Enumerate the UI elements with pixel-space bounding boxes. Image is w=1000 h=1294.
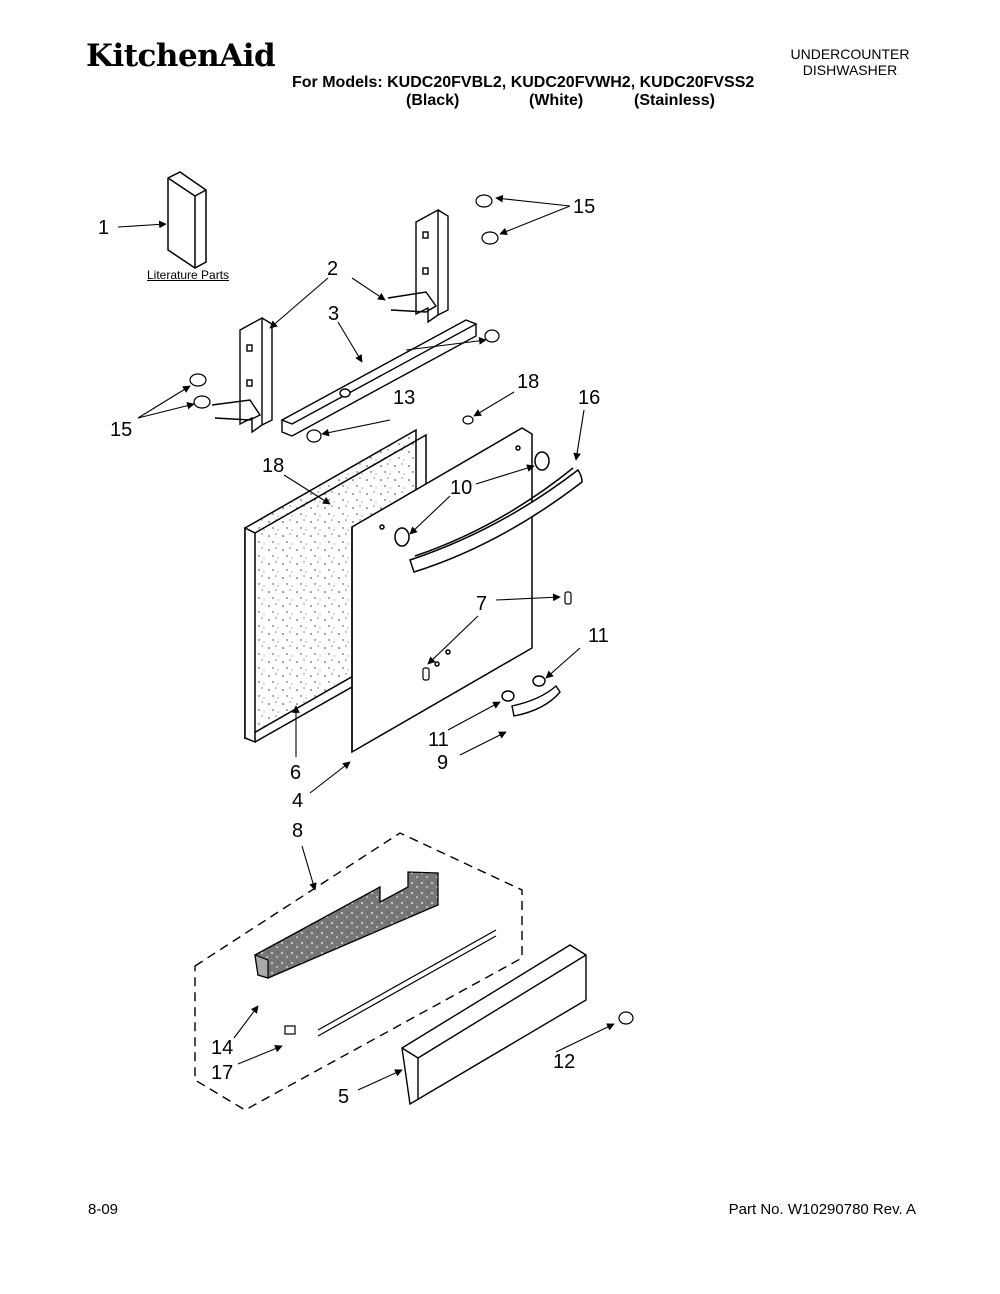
callout-4: 4 xyxy=(292,790,303,812)
outer-door-panel xyxy=(351,427,533,754)
callout-5: 5 xyxy=(338,1086,349,1108)
callout-leaders xyxy=(117,194,615,1091)
callout-17: 17 xyxy=(211,1062,233,1084)
door-handle xyxy=(394,451,583,573)
footer-date: 8-09 xyxy=(88,1201,119,1218)
doc-type-line1: UNDERCOUNTER xyxy=(790,46,910,62)
document-type: UNDERCOUNTER DISHWASHER xyxy=(775,46,925,78)
left-mounting-bracket xyxy=(211,316,273,434)
callout-1: 1 xyxy=(98,217,109,239)
variant-white: (White) xyxy=(529,92,584,109)
bracket-screws xyxy=(189,194,500,513)
callout-16: 16 xyxy=(578,387,600,409)
callout-11-right: 11 xyxy=(588,625,609,647)
callout-15-left: 15 xyxy=(110,419,132,441)
callout-12: 12 xyxy=(553,1051,575,1073)
callout-2: 2 xyxy=(327,258,338,280)
brand-logo: KitchenAid xyxy=(86,38,276,74)
literature-booklet xyxy=(167,171,207,269)
toe-kick-assembly xyxy=(194,832,523,1111)
right-mounting-bracket xyxy=(387,208,449,324)
callout-8: 8 xyxy=(292,820,303,842)
door-brace xyxy=(280,319,478,437)
spacers xyxy=(422,591,572,681)
callout-11-left: 11 xyxy=(428,729,449,751)
variant-black: (Black) xyxy=(406,92,460,109)
bottom-handle xyxy=(501,675,561,717)
toe-kick-panel xyxy=(401,944,587,1106)
callout-18-top: 18 xyxy=(517,371,539,393)
callout-14: 14 xyxy=(211,1037,233,1059)
model-list: For Models: KUDC20FVBL2, KUDC20FVWH2, KU… xyxy=(292,74,755,91)
callout-6: 6 xyxy=(290,762,301,784)
callout-15-top: 15 xyxy=(573,196,595,218)
callout-18-left: 18 xyxy=(262,455,284,477)
callout-10: 10 xyxy=(450,477,472,499)
footer-part-number: Part No. W10290780 Rev. A xyxy=(728,1201,916,1218)
toe-kick-screw xyxy=(618,1011,634,1025)
literature-parts-label: Literature Parts xyxy=(147,268,230,282)
variant-stainless: (Stainless) xyxy=(634,92,715,109)
doc-type-line2: DISHWASHER xyxy=(802,62,898,78)
callout-13: 13 xyxy=(393,387,415,409)
callout-3: 3 xyxy=(328,303,339,325)
callout-7: 7 xyxy=(476,593,487,615)
callout-9: 9 xyxy=(437,752,448,774)
